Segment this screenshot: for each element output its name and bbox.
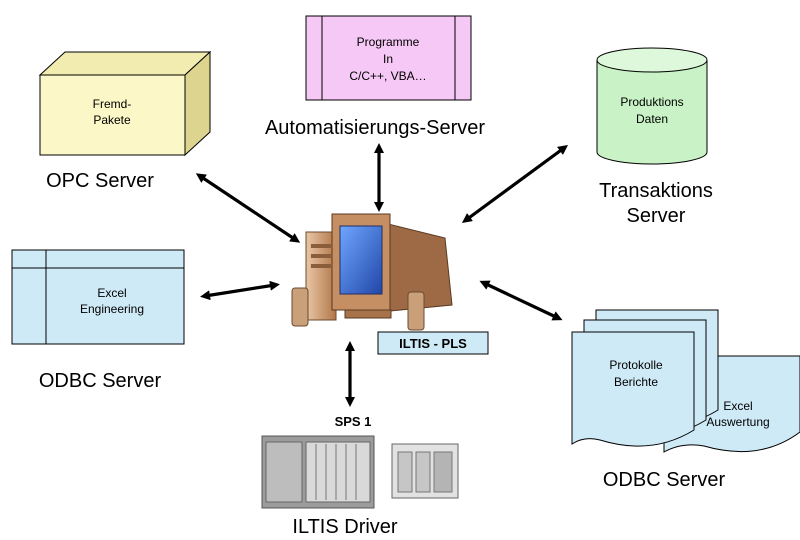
automation-box-line-3: C/C++, VBA…: [349, 69, 426, 83]
transactions-box-line-1: Produktions: [620, 95, 683, 109]
opc-box-line-2: Pakete: [93, 113, 131, 127]
center-label: ILTIS - PLS: [399, 336, 467, 351]
plc-rack-image: [261, 435, 375, 509]
transactions-caption-line-2: Server: [627, 205, 686, 227]
odbc-left-window-box: [11, 249, 185, 345]
opc-box-line-1: Fremd-: [93, 97, 132, 111]
io-module-image: [391, 443, 459, 499]
transactions-caption-line-1: Transaktions: [599, 180, 713, 202]
odbc-right-back-line-2: Auswertung: [706, 415, 769, 429]
automation-server-caption: Automatisierungs-Server: [265, 117, 485, 139]
opc-server-box: [38, 50, 212, 157]
arrow-odbc-right-center: [479, 280, 563, 321]
transactions-box-line-2: Daten: [636, 112, 668, 126]
arrow-opc-center: [195, 173, 301, 243]
opc-server-caption: OPC Server: [46, 170, 154, 192]
automation-box-line-2: In: [383, 52, 393, 66]
computer-icon: [291, 213, 453, 331]
odbc-right-back-line-1: Excel: [723, 399, 752, 413]
arrow-transactions-center: [461, 145, 569, 223]
odbc-right-front-line-1: Protokolle: [609, 358, 663, 372]
odbc-right-document-stack: [571, 309, 719, 447]
odbc-right-front-line-2: Berichte: [614, 375, 658, 389]
center-label-box: [377, 331, 489, 355]
plc-caption: ILTIS Driver: [292, 516, 398, 538]
automation-box-line-1: Programme: [357, 35, 420, 49]
arrow-odbc-left-center: [200, 280, 280, 301]
odbc-left-box-line-1: Excel: [97, 286, 126, 300]
transactions-server-cylinder: [596, 47, 708, 165]
automation-server-box: [305, 15, 472, 101]
plc-label: SPS 1: [335, 414, 372, 429]
odbc-right-caption: ODBC Server: [603, 469, 726, 491]
odbc-left-caption: ODBC Server: [39, 370, 162, 392]
odbc-left-box-line-2: Engineering: [80, 302, 144, 316]
